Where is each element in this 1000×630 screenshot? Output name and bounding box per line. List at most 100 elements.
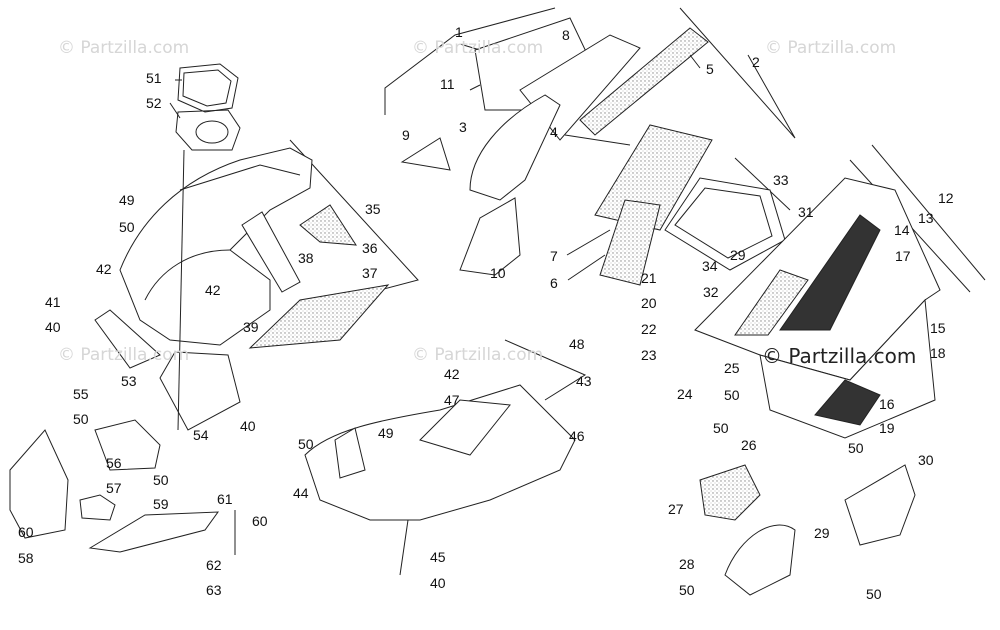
callout-44: 44 <box>293 485 309 501</box>
callout-53: 53 <box>121 373 137 389</box>
callout-25: 25 <box>724 360 740 376</box>
callout-50a: 50 <box>119 219 135 235</box>
callout-63: 63 <box>206 582 222 598</box>
callout-30: 30 <box>918 452 934 468</box>
callout-7: 7 <box>550 248 558 264</box>
callout-26: 26 <box>741 437 757 453</box>
callout-49b: 49 <box>378 425 394 441</box>
callout-31: 31 <box>798 204 814 220</box>
watermark-main: © Partzilla.com <box>762 344 917 368</box>
callout-35: 35 <box>365 201 381 217</box>
callout-50d: 50 <box>298 436 314 452</box>
callout-16: 16 <box>879 396 895 412</box>
callout-57: 57 <box>106 480 122 496</box>
callout-28: 28 <box>679 556 695 572</box>
part-60-panel-left <box>9 429 69 539</box>
part-36-pad <box>299 204 357 246</box>
callout-50i: 50 <box>866 586 882 602</box>
callout-22: 22 <box>641 321 657 337</box>
part-41 <box>94 309 161 369</box>
callout-49a: 49 <box>119 192 135 208</box>
callout-42c: 42 <box>444 366 460 382</box>
part-5-strip <box>579 27 709 136</box>
part-52-plate <box>175 109 241 151</box>
part-47 <box>419 399 511 456</box>
bracket-2 <box>679 7 796 139</box>
callout-50g: 50 <box>679 582 695 598</box>
part-53-plate <box>159 351 241 431</box>
callout-37: 37 <box>362 265 378 281</box>
part-50-bracket <box>334 427 366 479</box>
callout-52: 52 <box>146 95 162 111</box>
callout-18: 18 <box>930 345 946 361</box>
callout-24: 24 <box>677 386 693 402</box>
callout-50e: 50 <box>724 387 740 403</box>
part-51-gasket <box>177 63 239 113</box>
callout-5: 5 <box>706 61 714 77</box>
part-10 <box>459 197 521 276</box>
callout-45: 45 <box>430 549 446 565</box>
callout-60b: 60 <box>252 513 268 529</box>
part-35-hood <box>119 147 313 346</box>
callout-61: 61 <box>217 491 233 507</box>
part-32-mesh <box>734 269 809 336</box>
callout-34: 34 <box>702 258 718 274</box>
callout-60a: 60 <box>18 524 34 540</box>
bracket-43 <box>504 339 587 401</box>
callout-23: 23 <box>641 347 657 363</box>
callout-27: 27 <box>668 501 684 517</box>
callout-17: 17 <box>895 248 911 264</box>
part-57-block <box>79 494 116 521</box>
part-3 <box>469 94 561 201</box>
callout-11: 11 <box>440 76 455 92</box>
callout-42b: 42 <box>205 282 221 298</box>
callout-50b: 50 <box>73 411 89 427</box>
callout-13: 13 <box>918 210 934 226</box>
watermark: © Partzilla.com <box>412 38 544 58</box>
callout-54: 54 <box>193 427 209 443</box>
part-27 <box>699 464 761 521</box>
callout-47: 47 <box>444 392 460 408</box>
callout-51: 51 <box>146 70 162 86</box>
callout-40b: 40 <box>240 418 256 434</box>
watermark: © Partzilla.com <box>765 38 897 58</box>
callout-4: 4 <box>550 124 558 140</box>
callout-50c: 50 <box>153 472 169 488</box>
callout-12: 12 <box>938 190 954 206</box>
watermark: © Partzilla.com <box>58 345 190 365</box>
callout-46: 46 <box>569 428 585 444</box>
callout-29a: 29 <box>730 247 746 263</box>
bracket-35 <box>289 139 419 291</box>
part-28 <box>724 524 796 596</box>
watermark: © Partzilla.com <box>58 38 190 58</box>
part-belly-pan <box>304 384 576 521</box>
part-37-pad <box>248 284 390 349</box>
callout-20: 20 <box>641 295 657 311</box>
callout-15: 15 <box>930 320 946 336</box>
part-55 <box>94 419 161 471</box>
callout-39: 39 <box>243 319 259 335</box>
callout-36: 36 <box>362 240 378 256</box>
callout-9: 9 <box>402 127 410 143</box>
part-60-lower <box>88 511 220 553</box>
callout-41: 41 <box>45 294 61 310</box>
callout-48: 48 <box>569 336 585 352</box>
callout-21: 21 <box>641 270 657 286</box>
watermark: © Partzilla.com <box>412 345 544 365</box>
callout-29b: 29 <box>814 525 830 541</box>
callout-62: 62 <box>206 557 222 573</box>
bracket-1 <box>384 7 556 115</box>
callout-58: 58 <box>18 550 34 566</box>
callout-14: 14 <box>894 222 910 238</box>
part-38-tube <box>241 211 301 293</box>
callout-2: 2 <box>752 54 760 70</box>
callout-6: 6 <box>550 275 558 291</box>
callout-59: 59 <box>153 496 169 512</box>
callout-40a: 40 <box>45 319 61 335</box>
callout-32: 32 <box>703 284 719 300</box>
part-9 <box>400 137 451 171</box>
part-30 <box>844 464 916 546</box>
bracket-12a <box>871 144 986 281</box>
